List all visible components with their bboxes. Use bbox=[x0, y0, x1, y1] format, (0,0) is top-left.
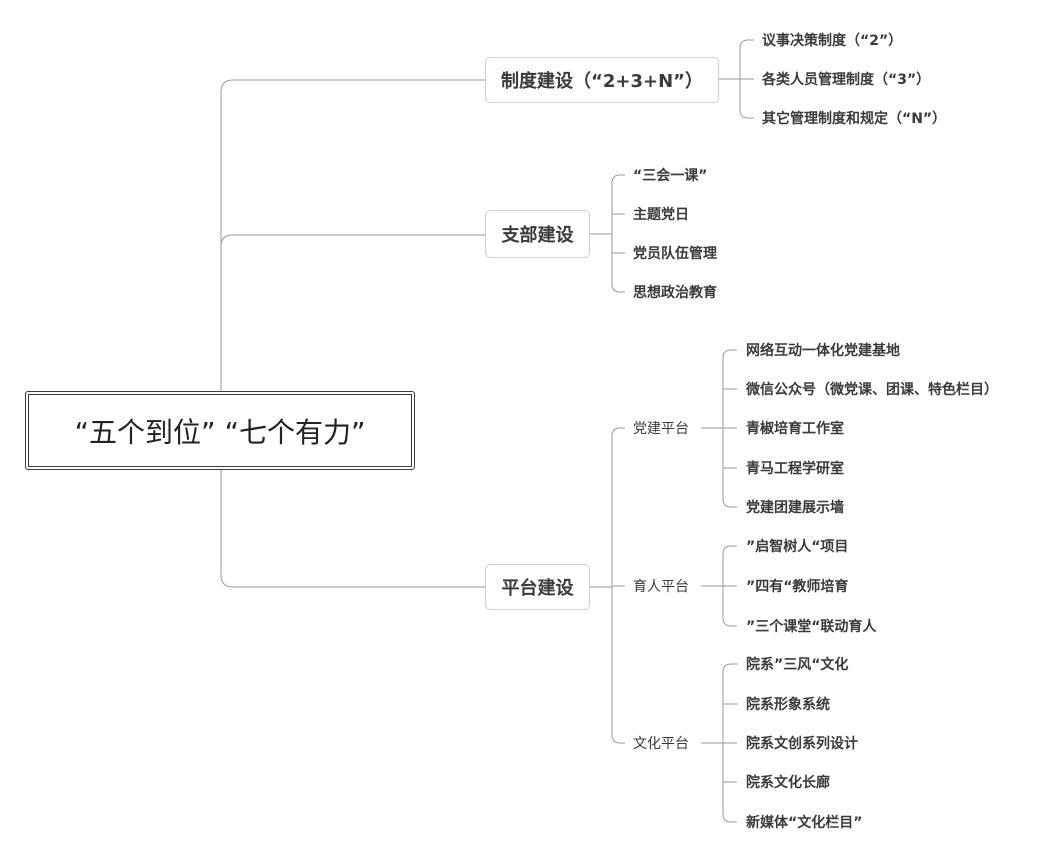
leaf-party-wechat[interactable]: 微信公众号（微党课、团课、特色栏目） bbox=[746, 382, 998, 398]
leaf-branch-political-education[interactable]: 思想政治教育 bbox=[633, 285, 717, 301]
leaf-branch-meetings[interactable]: “三会一课” bbox=[633, 168, 708, 184]
leaf-culture-creative-design[interactable]: 院系文创系列设计 bbox=[746, 736, 858, 752]
leaf-system-personnel[interactable]: 各类人员管理制度（“3”） bbox=[762, 72, 931, 88]
root-to-branch bbox=[220, 234, 485, 247]
branch-party-branch-building[interactable]: 支部建设 bbox=[485, 210, 590, 258]
leaf-party-studio[interactable]: 青椒培育工作室 bbox=[746, 421, 844, 437]
branch-bracket-trunk bbox=[611, 174, 621, 293]
sub-education-platform[interactable]: 育人平台 bbox=[633, 579, 689, 595]
leaf-culture-new-media[interactable]: 新媒体“文化栏目” bbox=[746, 815, 863, 831]
root-node[interactable]: “五个到位” “七个有力” bbox=[25, 391, 415, 470]
leaf-culture-corridor[interactable]: 院系文化长廊 bbox=[746, 775, 830, 791]
branch-platform-building[interactable]: 平台建设 bbox=[485, 564, 590, 610]
sub-culture-platform[interactable]: 文化平台 bbox=[633, 736, 689, 752]
leaf-edu-three-classrooms[interactable]: ”三个课堂“联动育人 bbox=[746, 619, 877, 635]
leaf-system-decision[interactable]: 议事决策制度（“2”） bbox=[762, 33, 903, 49]
leaf-culture-image-system[interactable]: 院系形象系统 bbox=[746, 697, 830, 713]
leaf-party-display-wall[interactable]: 党建团建展示墙 bbox=[746, 500, 844, 516]
sub-party-platform[interactable]: 党建平台 bbox=[633, 421, 689, 437]
leaf-edu-teacher-training[interactable]: ”四有“教师培育 bbox=[746, 579, 849, 595]
leaf-branch-theme-day[interactable]: 主题党日 bbox=[633, 207, 689, 223]
leaf-party-research-room[interactable]: 青马工程学研室 bbox=[746, 461, 844, 477]
root-to-platform bbox=[220, 470, 485, 588]
leaf-culture-three-styles[interactable]: 院系”三风“文化 bbox=[746, 657, 849, 673]
leaf-edu-project[interactable]: ”启智树人“项目 bbox=[746, 539, 849, 555]
root-to-system bbox=[220, 79, 485, 391]
leaf-system-other[interactable]: 其它管理制度和规定（“N”） bbox=[762, 111, 947, 127]
branch-system-building[interactable]: 制度建设（“2+3+N”） bbox=[485, 57, 719, 103]
leaf-branch-member-management[interactable]: 党员队伍管理 bbox=[633, 246, 717, 262]
leaf-party-online-base[interactable]: 网络互动一体化党建基地 bbox=[746, 343, 900, 359]
